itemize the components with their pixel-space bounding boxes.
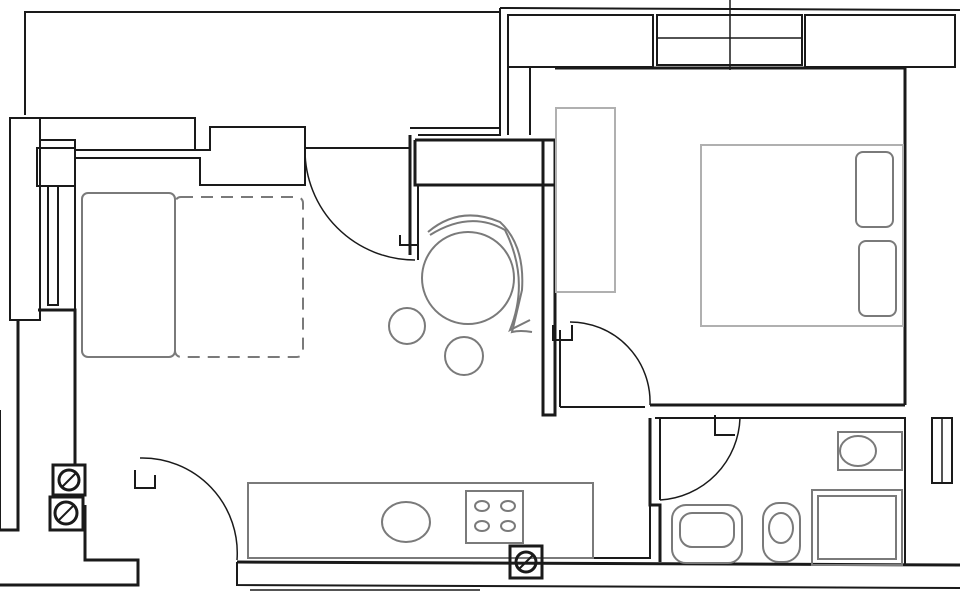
kitchen-counter [247,482,594,559]
chair [388,307,426,345]
sofa-bed-extension [174,196,304,358]
doors [134,149,741,561]
pillow [855,151,894,228]
ventilation-ducts [48,463,544,580]
bathtub [671,504,743,564]
shower [811,489,903,566]
bathroom-sink [837,431,903,471]
pillow [858,240,897,317]
wardrobe [555,107,616,293]
chair [444,336,484,376]
table-rug [429,220,531,333]
bed [700,144,904,327]
sofa [81,192,176,358]
hob [465,490,524,544]
dining-table [421,231,515,325]
furniture [81,107,904,566]
kitchen-sink [381,501,431,543]
toilet [762,502,801,563]
